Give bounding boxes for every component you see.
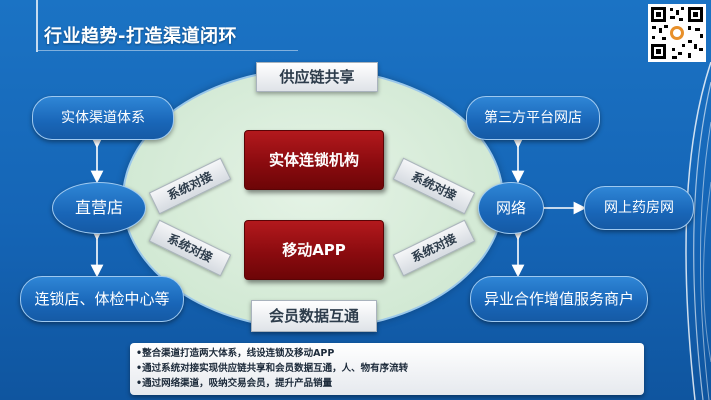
title-underline bbox=[38, 50, 298, 51]
qr-code bbox=[648, 4, 706, 62]
banner-member-data: 会员数据互通 bbox=[251, 300, 377, 332]
title-accent-line bbox=[36, 0, 38, 52]
node-network: 网络 bbox=[478, 182, 544, 234]
notes-box: •整合渠道打造两大体系，线设连锁及移动APP •通过系统对接实现供应链共享和会员… bbox=[130, 343, 644, 395]
qr-code-icon bbox=[651, 7, 703, 59]
node-cross-industry-merchants: 异业合作增值服务商户 bbox=[470, 276, 648, 322]
banner-supply-chain: 供应链共享 bbox=[256, 62, 378, 92]
node-chain-stores: 连锁店、体检中心等 bbox=[20, 276, 184, 322]
slide-title: 行业趋势-打造渠道闭环 bbox=[44, 26, 237, 47]
node-third-party-store: 第三方平台网店 bbox=[466, 96, 600, 140]
node-online-pharmacy: 网上药房网 bbox=[584, 186, 694, 230]
node-direct-store: 直营店 bbox=[52, 182, 146, 234]
note-line-2: •通过系统对接实现供应链共享和会员数据互通，人、物有序流转 bbox=[136, 363, 409, 374]
note-line-3: •通过网络渠道，吸纳交易会员，提升产品销量 bbox=[136, 378, 333, 389]
note-line-1: •整合渠道打造两大体系，线设连锁及移动APP bbox=[136, 348, 335, 359]
center-box-mobile-app: 移动APP bbox=[244, 220, 384, 280]
center-box-retail-chain: 实体连锁机构 bbox=[244, 130, 384, 190]
node-physical-channel: 实体渠道体系 bbox=[32, 96, 174, 140]
